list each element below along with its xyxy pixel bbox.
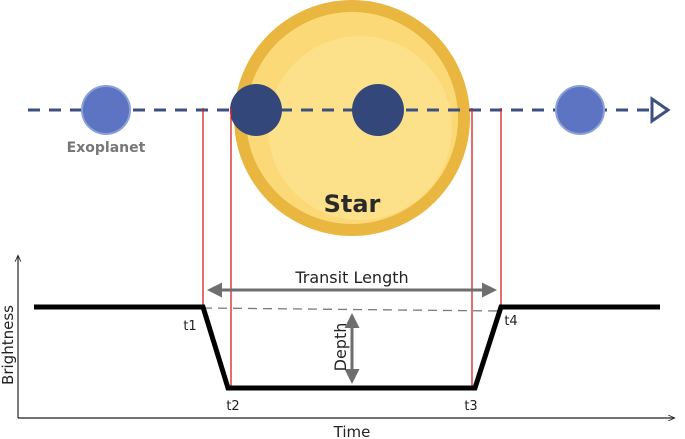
x-axis-label: Time — [333, 423, 371, 439]
orbit-arrowhead-icon — [650, 96, 671, 124]
y-axis-label: Brightness — [0, 305, 17, 385]
t2-label: t2 — [226, 399, 239, 414]
exoplanet-mid-transit — [352, 84, 404, 136]
light-curve — [34, 304, 660, 391]
orbit-path — [28, 96, 671, 124]
contact-lines — [202, 108, 502, 388]
exoplanet-label: Exoplanet — [67, 140, 146, 156]
star — [234, 0, 470, 236]
star-label: Star — [324, 190, 381, 218]
exoplanets — [81, 84, 605, 136]
axes — [18, 256, 674, 418]
exoplanet-after — [555, 85, 605, 135]
baseline-reference-line — [202, 307, 502, 312]
exoplanet-before — [81, 85, 131, 135]
exoplanet-ingress — [230, 84, 282, 136]
t3-label: t3 — [464, 399, 477, 414]
t4-label: t4 — [504, 314, 517, 329]
depth-label: Depth — [331, 323, 350, 372]
t1-label: t1 — [183, 319, 196, 334]
transit-length-label: Transit Length — [294, 268, 408, 287]
